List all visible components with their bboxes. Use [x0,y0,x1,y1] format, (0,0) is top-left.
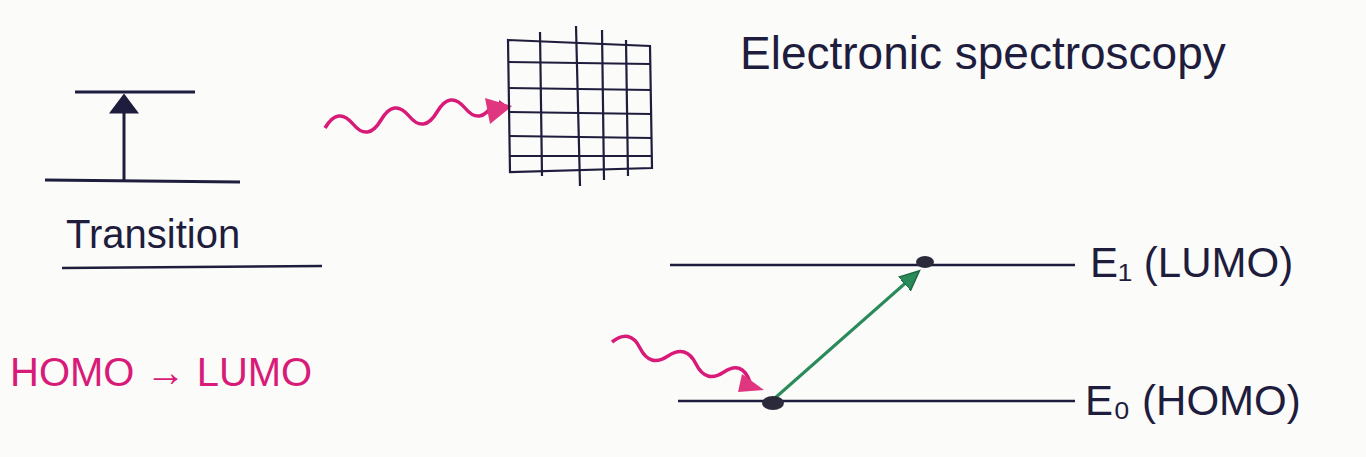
title: Electronic spectroscopy [740,28,1226,79]
photon-wave [325,100,506,132]
photon-wave [612,336,750,382]
label: Transition [66,212,240,256]
arrow-head [738,374,764,392]
transition-symbol [45,92,240,182]
excitation-arrow [775,272,918,398]
level-label: E₀ (HOMO) [1085,378,1301,424]
sample-grid [508,26,652,186]
level-label: E₁ (LUMO) [1090,240,1293,286]
electron-dot [762,396,784,410]
energy-levels [670,265,1075,401]
underline [62,266,322,268]
electron-dot [916,256,934,268]
label: HOMO → LUMO [10,350,312,394]
